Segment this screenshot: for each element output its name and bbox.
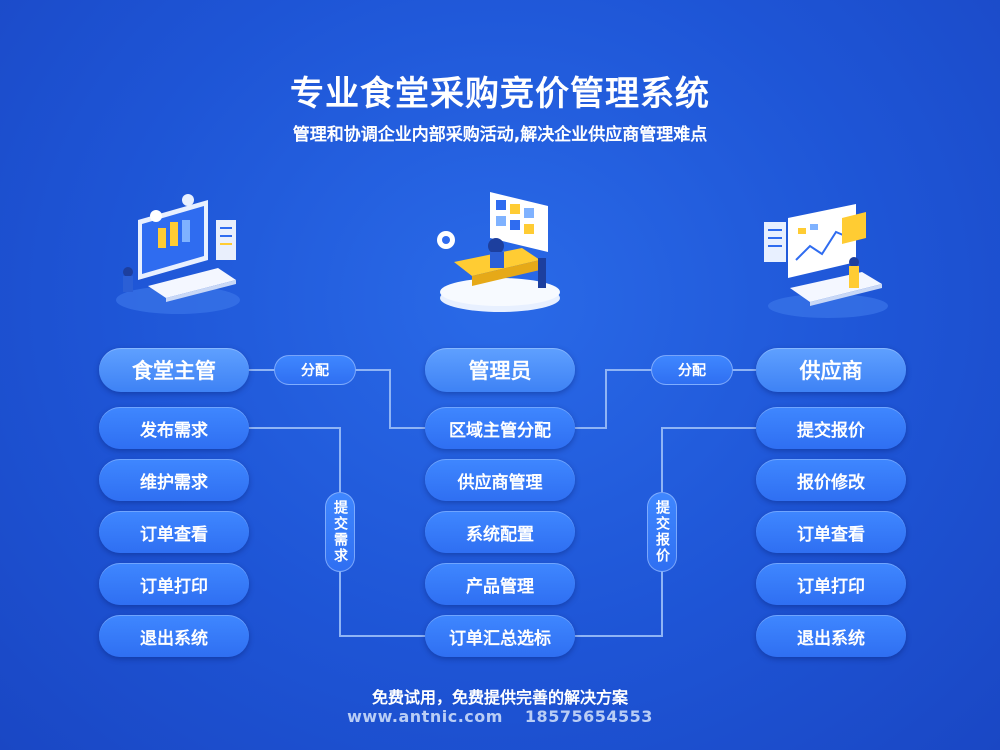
admin-item-product-management[interactable]: 产品管理	[425, 563, 575, 605]
submit-quote-tag: 提交报价	[647, 492, 677, 572]
admin-item-system-config[interactable]: 系统配置	[425, 511, 575, 553]
supplier-item-view-orders[interactable]: 订单查看	[756, 511, 906, 553]
supplier-item-edit-quote[interactable]: 报价修改	[756, 459, 906, 501]
admin-item-order-summary-bid[interactable]: 订单汇总选标	[425, 615, 575, 657]
supplier-header[interactable]: 供应商	[756, 348, 906, 392]
admin-header[interactable]: 管理员	[425, 348, 575, 392]
supplier-item-print-orders[interactable]: 订单打印	[756, 563, 906, 605]
canteen-manager-header[interactable]: 食堂主管	[99, 348, 249, 392]
assign-tag-left: 分配	[274, 355, 356, 385]
admin-illustration	[437, 192, 560, 312]
canteen-manager-illustration	[116, 194, 240, 314]
canteen-item-print-orders[interactable]: 订单打印	[99, 563, 249, 605]
footer-phone: 18575654553	[524, 707, 653, 726]
footer-contact: www.antnic.com 18575654553	[0, 707, 1000, 726]
assign-tag-right: 分配	[651, 355, 733, 385]
page-subtitle: 管理和协调企业内部采购活动,解决企业供应商管理难点	[292, 125, 708, 145]
canteen-item-logout[interactable]: 退出系统	[99, 615, 249, 657]
footer-slogan: 免费试用，免费提供完善的解决方案	[371, 688, 628, 707]
canteen-item-view-orders[interactable]: 订单查看	[99, 511, 249, 553]
canteen-item-maintain-demand[interactable]: 维护需求	[99, 459, 249, 501]
page-title: 专业食堂采购竞价管理系统	[290, 74, 710, 114]
submit-demand-tag: 提交需求	[325, 492, 355, 572]
canteen-item-publish-demand[interactable]: 发布需求	[99, 407, 249, 449]
supplier-illustration	[764, 204, 888, 318]
supplier-item-submit-quote[interactable]: 提交报价	[756, 407, 906, 449]
admin-item-supplier-management[interactable]: 供应商管理	[425, 459, 575, 501]
supplier-item-logout[interactable]: 退出系统	[756, 615, 906, 657]
admin-item-region-assign[interactable]: 区域主管分配	[425, 407, 575, 449]
footer-website-link[interactable]: www.antnic.com	[347, 707, 503, 726]
